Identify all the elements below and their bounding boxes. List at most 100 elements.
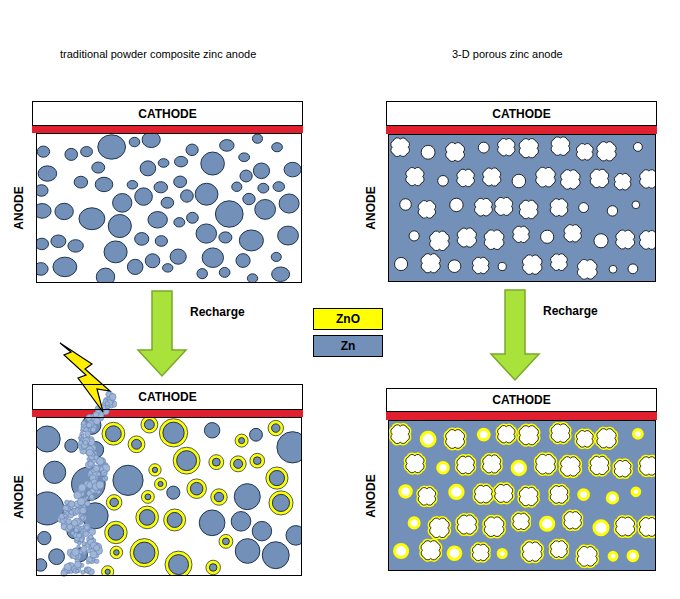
cathode-box: CATHODE [32,384,303,410]
zno-shell [266,467,288,489]
zno-shell [128,436,145,453]
zinc-particle [190,482,203,495]
zinc-particle [197,269,208,279]
zinc-particle [65,439,78,452]
round-pore [541,517,554,530]
irregular-pore [483,168,501,186]
zinc-particle [247,274,257,283]
zinc-particle [219,232,232,243]
zno-coated-pore [446,430,465,449]
zinc-particle [174,176,187,187]
pores [391,137,656,279]
zno-shell [102,566,114,576]
irregular-pore [457,169,475,187]
zinc-particle [135,188,153,205]
dendrite-grain [91,427,96,432]
dendrite-grain [85,431,91,437]
zinc-particle [96,268,114,283]
irregular-pore [590,456,608,474]
zinc-particle [252,521,271,540]
zno-shell [165,551,192,576]
zinc-particle [236,254,250,268]
zno-coated-pore [577,546,597,566]
short-circuit-bolt [60,343,110,412]
zno-coated-pore [550,486,568,504]
irregular-pore [472,544,489,561]
round-pore [633,143,642,152]
zno-shell [268,420,283,435]
dendrite-grain [69,501,75,507]
zinc-particle [106,426,122,442]
irregular-pore [495,484,513,502]
round-pore [438,463,449,474]
zinc-particle [82,417,101,434]
zinc-particle [278,226,299,245]
zinc-particle [105,569,110,574]
zinc-particle [95,177,113,191]
porous-zinc-body [388,420,656,571]
irregular-pore [577,259,597,279]
cathode-fill [32,384,303,410]
zinc-particle [272,267,290,282]
zno-shell [141,417,158,433]
irregular-pore [550,199,568,217]
irregular-pore [614,460,631,477]
cathode-label: CATHODE [138,390,196,404]
zinc-particle [272,143,283,152]
dendrite-grain [87,567,91,571]
dendrite-grain [75,561,82,568]
dendrite-grain [78,484,85,491]
zinc-particle [161,197,174,208]
dendrite-grain [81,421,87,427]
zno-shell [110,546,123,559]
zinc-particle [239,438,245,444]
zinc-particle [279,194,299,213]
recharge-arrow [491,290,539,380]
irregular-pore [640,457,656,475]
zno-shell [106,495,122,511]
round-pore [633,430,642,439]
irregular-pore [446,430,465,449]
zinc-particle [145,494,151,500]
zno-shell [211,489,227,505]
irregular-pore [536,167,556,187]
irregular-pore [576,144,593,161]
zinc-particle [92,162,105,173]
zinc-particle [36,238,49,249]
zinc-particle [53,257,77,277]
zinc-particle [255,199,276,219]
zno-shell [102,422,125,445]
zno-coated-pore [561,457,581,477]
irregular-pore [475,485,493,503]
dendrite-grain [80,516,84,520]
dendrite-grain [97,457,105,465]
zinc-particle [234,484,260,510]
separator-strip [386,412,657,420]
dendrite-grain [69,510,73,514]
irregular-pore [564,225,581,242]
irregular-pore [483,455,501,473]
zinc-particle [181,190,194,202]
zno-coated-pore [513,513,529,529]
dendrite-grain [104,472,107,475]
dendrite-grain [105,402,109,406]
legend-swatch: Zn [313,335,383,357]
zinc-particle [204,423,219,438]
irregular-pore [551,254,568,271]
irregular-pore [406,454,424,472]
anode-label: ANODE [12,186,26,229]
zinc-particle [104,241,127,263]
irregular-pore [484,230,504,250]
zinc-particle [174,218,185,227]
irregular-pore [391,138,410,157]
zno-coated-pore [564,512,581,529]
round-pore [579,203,589,213]
zno-coated-pore [536,454,556,474]
dendrite-grain [89,495,95,501]
dendrite-grain [82,542,86,546]
anode-box: ANODE [388,420,656,571]
zinc-particle [38,166,57,181]
irregular-pore [519,426,538,445]
zinc-particle [222,538,229,545]
irregular-pore [418,488,436,506]
